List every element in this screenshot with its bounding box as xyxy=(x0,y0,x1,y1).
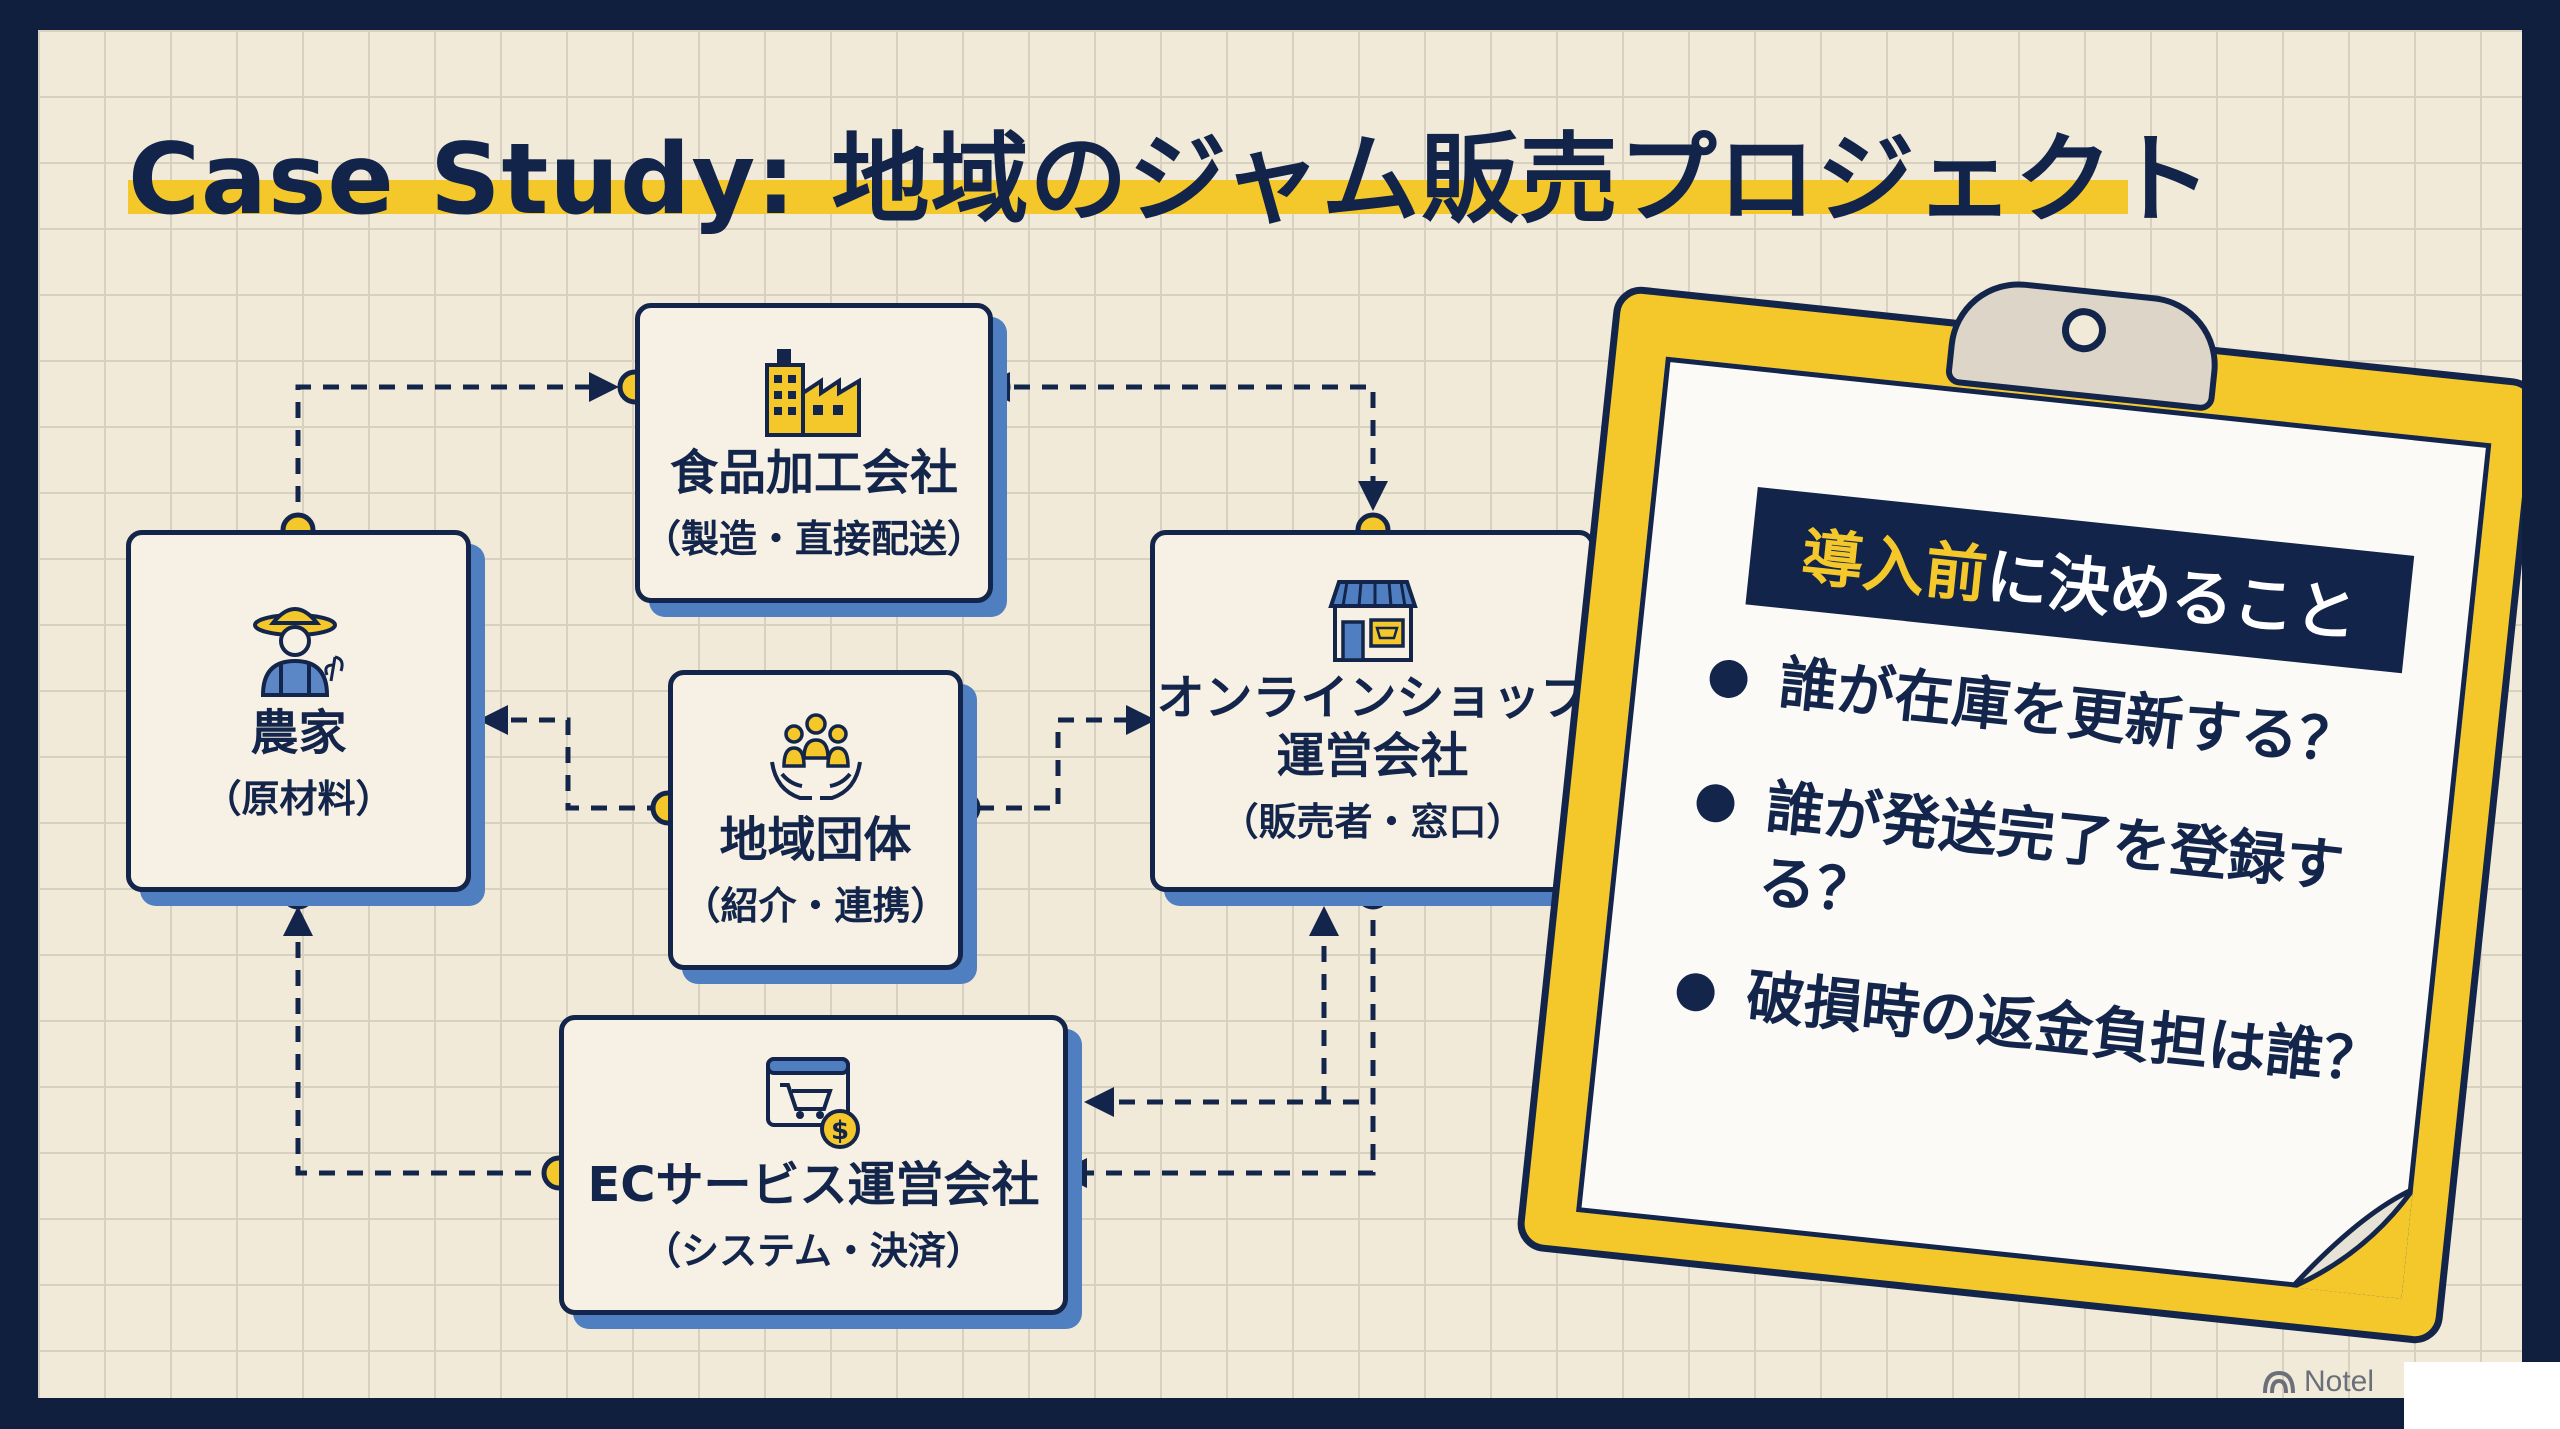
node-online-shop: オンラインショップ 運営会社 （販売者・窓口） xyxy=(1150,530,1595,892)
checklist-item: 誰が発送完了を登録する？ xyxy=(1685,762,2417,987)
bullet-icon xyxy=(1674,971,1717,1014)
bullet-icon xyxy=(1694,782,1737,825)
node-food-company-title: 食品加工会社 xyxy=(669,444,958,501)
node-ec-service-sub: （システム・決済） xyxy=(643,1229,984,1274)
corner-block xyxy=(2404,1362,2560,1429)
node-community-sub: （紹介・連携） xyxy=(682,884,949,929)
node-online-shop-title: オンラインショップ 運営会社 xyxy=(1156,669,1589,784)
edge-community-to-shop xyxy=(950,705,1156,811)
edge-shop-to-ec-upper xyxy=(1084,892,1376,1117)
checklist-heading-highlight: 導入前 xyxy=(1797,520,1991,613)
clipboard-paper: 導入前に決めること 誰が在庫を更新する？ 誰が発送完了を登録する？ 破損時の返金… xyxy=(1576,356,2492,1299)
ecommerce-cart-icon: $ xyxy=(765,1056,860,1149)
edge-ec-to-farmer xyxy=(283,906,559,1176)
watermark-text: Notel xyxy=(2304,1365,2375,1398)
node-online-shop-sub: （販売者・窓口） xyxy=(1220,800,1525,845)
svg-text:$: $ xyxy=(830,1116,848,1146)
title-highlight xyxy=(128,180,2128,214)
slide-canvas: Case Study: 地域のジャム販売プロジェクト xyxy=(38,30,2522,1398)
page-curl-icon xyxy=(2292,1182,2413,1299)
checklist-item-text: 誰が在庫を更新する？ xyxy=(1775,648,2360,777)
clip-hole xyxy=(2059,306,2109,355)
watermark: Notel xyxy=(2262,1365,2374,1399)
node-food-company: 食品加工会社 （製造・直接配送） xyxy=(635,303,993,603)
edge-food-shop xyxy=(980,372,1388,511)
factory-icon xyxy=(765,348,861,437)
node-ec-service-title: ECサービス運営会社 xyxy=(587,1156,1040,1213)
edge-community-to-farmer xyxy=(478,705,663,811)
checklist-item-text: 誰が発送完了を登録する？ xyxy=(1755,772,2347,928)
community-hands-icon xyxy=(769,712,862,800)
notebook-logo-icon xyxy=(2263,1370,2295,1394)
node-ec-service: $ ECサービス運営会社 （システム・決済） xyxy=(559,1015,1068,1315)
farmer-icon xyxy=(252,606,344,697)
node-farmer-sub: （原材料） xyxy=(203,777,394,822)
node-farmer: 農家 （原材料） xyxy=(126,530,471,892)
node-community-title: 地域団体 xyxy=(719,811,912,868)
page-title: Case Study: 地域のジャム販売プロジェクト xyxy=(128,123,2213,237)
checklist-heading-rest: に決めること xyxy=(1982,539,2361,652)
node-farmer-title: 農家 xyxy=(250,704,347,761)
node-community: 地域団体 （紹介・連携） xyxy=(668,670,963,970)
checklist-heading: 導入前に決めること xyxy=(1745,486,2415,674)
edge-shop-to-ec-lower xyxy=(1057,892,1376,1188)
clipboard-board: 導入前に決めること 誰が在庫を更新する？ 誰が発送完了を登録する？ 破損時の返金… xyxy=(1514,274,2522,1346)
title-block: Case Study: 地域のジャム販売プロジェクト xyxy=(128,100,2213,242)
checklist-clipboard: 導入前に決めること 誰が在庫を更新する？ 誰が発送完了を登録する？ 破損時の返金… xyxy=(1514,274,2522,1346)
bullet-icon xyxy=(1707,658,1750,700)
checklist-item-text: 破損時の返金負担は誰？ xyxy=(1743,961,2385,1097)
node-food-company-sub: （製造・直接配送） xyxy=(642,517,985,562)
edge-farmer-to-food xyxy=(295,372,619,530)
storefront-icon xyxy=(1327,579,1418,662)
